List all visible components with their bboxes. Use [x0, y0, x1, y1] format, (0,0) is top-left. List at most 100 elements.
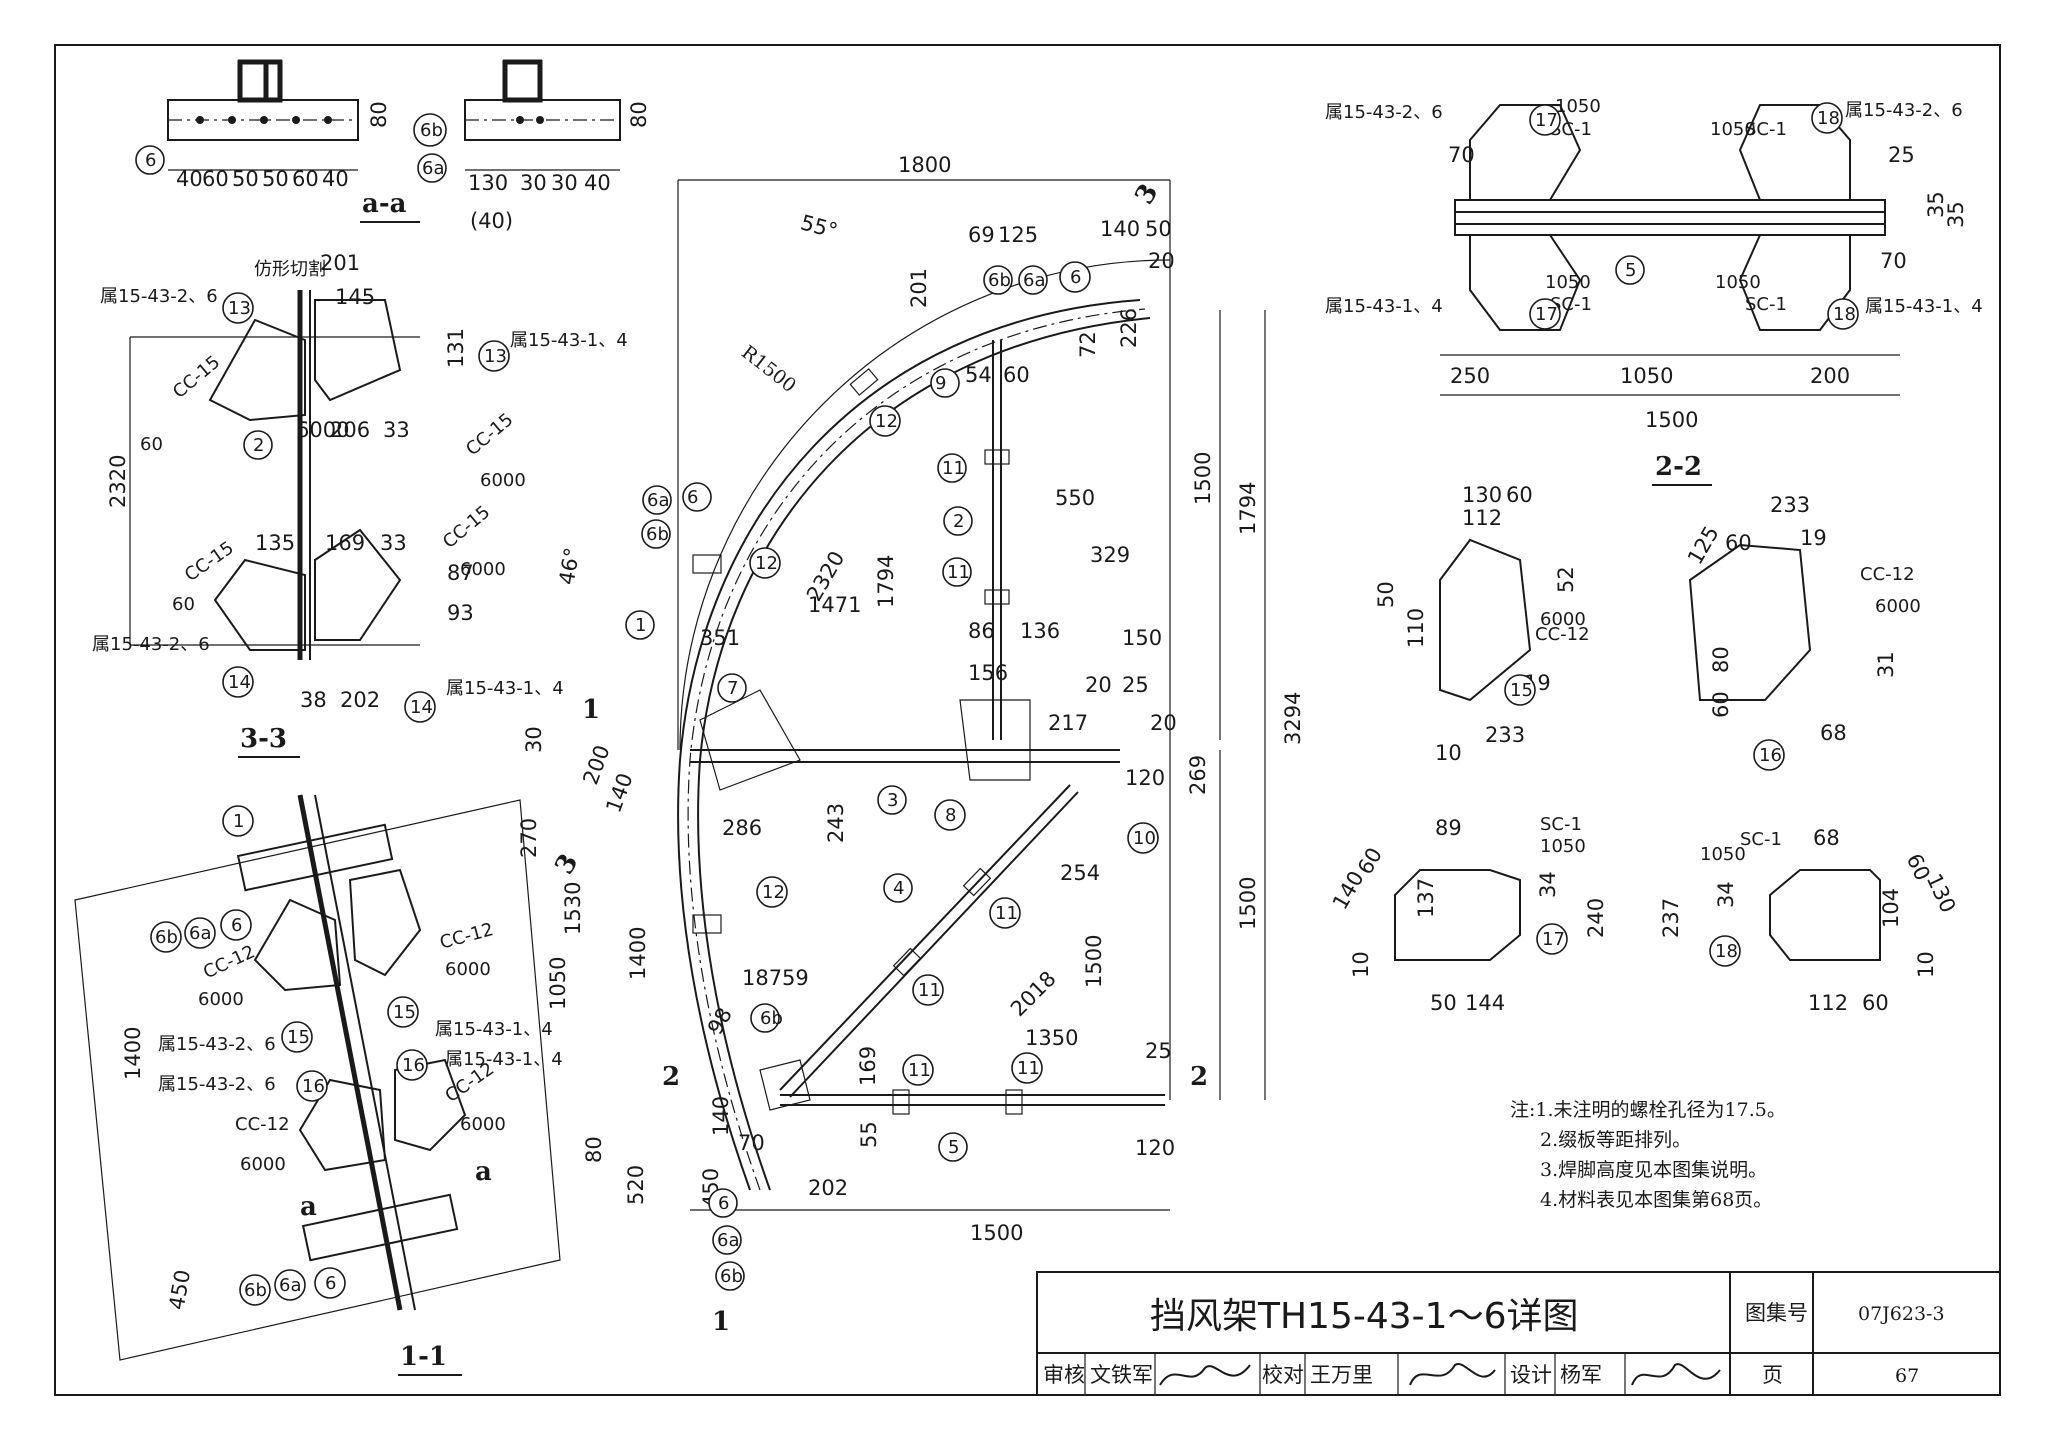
- circle-13-c: 12: [762, 882, 785, 903]
- belong-a-top: 属15-43-2、6: [100, 286, 218, 307]
- cc12-6000-c: 6000: [460, 1114, 506, 1135]
- circle-14-b: 13: [484, 346, 507, 367]
- dim-72: 72: [1076, 331, 1100, 358]
- s11-80: 80: [582, 1136, 606, 1163]
- sc1-c: SC-1: [1550, 294, 1592, 315]
- dim-86: 86: [968, 619, 995, 643]
- dim-20b: 20: [1085, 673, 1112, 697]
- p19-34: 34: [1714, 881, 1738, 908]
- circle-18-a: 17: [1535, 110, 1558, 131]
- review-label: 审核: [1043, 1363, 1085, 1387]
- dim-25a: 25: [1122, 673, 1149, 697]
- dim-136: 136: [1020, 619, 1060, 643]
- angle-46: 46°: [554, 546, 584, 587]
- sc1-a: SC-1: [1550, 119, 1592, 140]
- cut-3-top: 3: [1129, 179, 1164, 210]
- dim-59: 59: [782, 966, 809, 990]
- s33-38: 38: [300, 688, 327, 712]
- s33-202: 202: [340, 688, 380, 712]
- dim-286: 286: [722, 816, 762, 840]
- cut-2-left: 2: [662, 1062, 680, 1092]
- s22-200: 200: [1810, 364, 1850, 388]
- sc1-d-1050: 1050: [1715, 272, 1761, 293]
- dim-202: 202: [808, 1176, 848, 1200]
- p16-233: 233: [1485, 723, 1525, 747]
- circle-12-d: 11: [918, 980, 941, 1001]
- belong-b-top: 属15-43-1、4: [510, 330, 628, 351]
- cut-label: 仿形切割: [254, 259, 326, 280]
- belong-b-11b: 属15-43-1、4: [445, 1049, 563, 1070]
- p17-60: 60: [1725, 531, 1752, 555]
- s11-1050: 1050: [546, 957, 570, 1010]
- circle-19-b: 18: [1833, 304, 1856, 325]
- s22-70a: 70: [1448, 143, 1475, 167]
- cc12-d: CC-12: [235, 1114, 290, 1135]
- section-33-label: 3-3: [240, 724, 287, 754]
- circle-15-a: 14: [228, 672, 251, 693]
- checker-signature: [1409, 1363, 1496, 1386]
- drawing-title: 挡风架TH15-43-1～6详图: [1150, 1296, 1578, 1337]
- p17-80: 80: [1709, 646, 1733, 673]
- dim-3294: 3294: [1281, 692, 1305, 745]
- circle-14-a: 13: [228, 298, 251, 319]
- reviewer-name: 文铁军: [1090, 1363, 1153, 1387]
- p18-144: 144: [1465, 991, 1505, 1015]
- p18-34: 34: [1536, 871, 1560, 898]
- s11-450: 450: [164, 1268, 195, 1312]
- dim-1794a: 1794: [1236, 482, 1260, 535]
- dim-1794b: 1794: [874, 555, 898, 608]
- cc12-6000-a: 6000: [198, 989, 244, 1010]
- p18-240: 240: [1584, 898, 1608, 938]
- circle-4: 4: [893, 878, 904, 899]
- p19-1050: 1050: [1700, 844, 1746, 865]
- dim-55: 55: [857, 1121, 881, 1148]
- s22-35a: 35: [1924, 191, 1948, 218]
- designer-name: 杨军: [1560, 1363, 1602, 1387]
- dim-269: 269: [1186, 755, 1210, 795]
- dim-1500c: 1500: [970, 1221, 1023, 1245]
- cc15-6000-a: 60: [140, 434, 163, 455]
- section-11-label: 1-1: [400, 1342, 447, 1372]
- notes: 注:1.未注明的螺栓孔径为17.5。 2.缀板等距排列。 3.焊脚高度见本图集说…: [1510, 1099, 1786, 1211]
- cut-2-right: 2: [1190, 1062, 1208, 1092]
- p19-68: 68: [1813, 826, 1840, 850]
- s33-169: 169: [325, 531, 365, 555]
- dim-140: 140: [1100, 217, 1140, 241]
- belong-a-11a: 属15-43-2、6: [158, 1034, 276, 1055]
- p16-6000: 6000: [1540, 609, 1586, 630]
- aa-dim-5: 60: [292, 167, 319, 191]
- circle-6-s11a: 6: [231, 915, 242, 936]
- angle-55: 55°: [798, 210, 840, 243]
- cc15-6000-c: 6000: [460, 559, 506, 580]
- circle-6-s11b: 6: [325, 1273, 336, 1294]
- s22-1500: 1500: [1645, 408, 1698, 432]
- circle-6-main: 6: [1070, 267, 1081, 288]
- radius-label: R1500: [737, 341, 800, 397]
- circle-17-plate: 16: [1759, 745, 1782, 766]
- belong-b-11a: 属15-43-1、4: [435, 1019, 553, 1040]
- main-elevation: 1800 55° 46° R1500 1500: [522, 153, 1305, 1337]
- section-11: 270 1530 1050 1400 1400 80 520 450 CC-12…: [74, 794, 650, 1376]
- dim-120: 120: [1125, 766, 1165, 790]
- dim-1500a: 1500: [1191, 452, 1215, 505]
- circle-18-plate: 17: [1542, 929, 1565, 950]
- dim-70: 70: [738, 1131, 765, 1155]
- dim-254: 254: [1060, 861, 1100, 885]
- circle-16-a: 15: [393, 1002, 416, 1023]
- aa-dim-2: 60: [202, 167, 229, 191]
- dim-140b: 140: [709, 1096, 733, 1136]
- p19-10: 10: [1914, 951, 1938, 978]
- aa-dim-80: 80: [367, 101, 391, 128]
- atlas-no: 07J623-3: [1858, 1303, 1945, 1325]
- dim-69: 69: [968, 223, 995, 247]
- circle-13-a: 12: [875, 411, 898, 432]
- title-block: 挡风架TH15-43-1～6详图 图集号 07J623-3 页 67 审核 文铁…: [1036, 1271, 2001, 1396]
- cut-1-top: 1: [582, 695, 600, 725]
- s33-93: 93: [447, 601, 474, 625]
- p16-112: 112: [1462, 506, 1502, 530]
- aa-dim-30b: 30: [551, 171, 578, 195]
- page-label: 页: [1762, 1363, 1783, 1387]
- circle-13-b: 12: [755, 553, 778, 574]
- cut-a-right: a: [475, 1157, 492, 1187]
- cut-3-left: 3: [549, 849, 584, 880]
